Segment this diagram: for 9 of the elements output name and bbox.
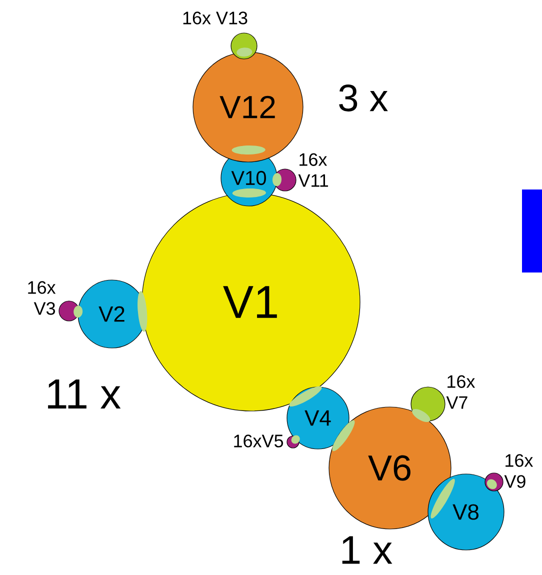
- count-label: 16x V3: [28, 281, 56, 315]
- count-label: 16xV5: [234, 434, 284, 448]
- bar-marker: [522, 190, 542, 272]
- multiplier-label: 1 x: [342, 536, 392, 564]
- multiplier-label: 11 x: [48, 380, 121, 408]
- count-label: 16x V9: [504, 454, 534, 488]
- count-label: 16x V13: [183, 12, 248, 24]
- multiplier-label: 3 x: [339, 84, 388, 112]
- count-label: 16x V7: [446, 375, 476, 409]
